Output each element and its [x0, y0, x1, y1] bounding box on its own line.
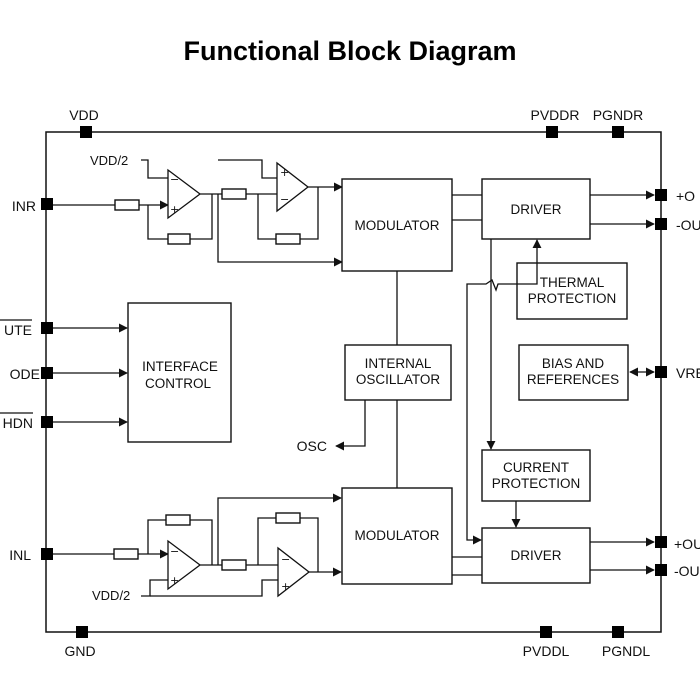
diagram-title: Functional Block Diagram	[183, 36, 516, 66]
opamp-3-icon	[167, 539, 202, 591]
vdd-label: VDD	[69, 107, 99, 123]
thermal-line2: PROTECTION	[528, 291, 617, 306]
opamp-3-minus: −	[170, 545, 179, 558]
opamp1-fb-left	[147, 205, 168, 240]
osc-out-wire	[335, 400, 366, 451]
interface-line1: INTERFACE	[142, 359, 218, 374]
thermal-to-driver-wire	[517, 239, 542, 285]
opamp2-ref-wire	[218, 159, 277, 179]
opamp-2-minus: −	[280, 193, 289, 206]
vdd2-bottom-label: VDD/2	[92, 588, 130, 603]
pvddr-pin	[546, 126, 558, 138]
interface-control-block	[127, 302, 232, 443]
gnd-label: GND	[64, 643, 95, 659]
opamp4-fb-right	[300, 517, 319, 572]
interface-line2: CONTROL	[145, 376, 211, 391]
opamp4-ref-wire	[150, 579, 278, 597]
outr-plus-label: +O	[676, 188, 695, 204]
bias-line1: BIAS AND	[542, 356, 605, 371]
inr-resistor	[114, 199, 140, 211]
opamp-2-plus: +	[280, 166, 289, 179]
opamp1-fb-right	[190, 194, 213, 240]
pgndr-label: PGNDR	[593, 107, 644, 123]
vdd2-bottom-wire	[141, 579, 168, 597]
bypass-to-modulator-bottom	[217, 493, 342, 565]
outl-plus-pin	[655, 536, 667, 548]
pgndl-pin	[612, 626, 624, 638]
shdn-pin	[41, 416, 53, 428]
pvddl-pin	[540, 626, 552, 638]
thermal-line1: THERMAL	[540, 275, 605, 290]
pvddr-label: PVDDR	[530, 107, 579, 123]
opamp-4-minus: −	[281, 553, 290, 566]
vdd2-top-wire	[141, 159, 168, 179]
opamp2-fb-resistor	[275, 233, 301, 245]
modulator-bottom-label: MODULATOR	[354, 528, 439, 543]
driver-bottom-label: DRIVER	[510, 548, 561, 563]
modulator-top-label: MODULATOR	[354, 218, 439, 233]
inter-stage-resistor-bottom	[221, 559, 247, 571]
bias-references-block	[518, 344, 629, 401]
driver-top-label: DRIVER	[510, 202, 561, 217]
outl-minus-pin	[655, 564, 667, 576]
osc-line1: INTERNAL	[365, 356, 432, 371]
opamp4-fb-left	[257, 517, 276, 565]
inr-pin	[41, 198, 53, 210]
bias-line2: REFERENCES	[527, 372, 619, 387]
inl-resistor	[113, 548, 139, 560]
vref-label: VRE	[676, 365, 700, 381]
thermal-to-driver-bottom-wire	[466, 279, 517, 545]
chip-outline	[45, 131, 662, 633]
current-protection-block	[481, 449, 591, 502]
mute-label: UTE	[4, 322, 32, 338]
current-line2: PROTECTION	[492, 476, 581, 491]
outr-plus-pin	[655, 189, 667, 201]
opamp4-fb-resistor	[275, 512, 301, 524]
opamp3-fb-left	[147, 519, 166, 554]
vdd2-top-label: VDD/2	[90, 153, 128, 168]
inr-label: INR	[12, 198, 36, 214]
vref-pin	[655, 366, 667, 378]
inl-label: INL	[9, 547, 31, 563]
mode-pin	[41, 367, 53, 379]
outl-minus-label: -OU	[674, 563, 700, 579]
mode-label: ODE	[10, 366, 40, 382]
pgndl-label: PGNDL	[602, 643, 650, 659]
opamp-2-icon	[276, 161, 310, 213]
mute-pin	[41, 322, 53, 334]
inl-pin	[41, 548, 53, 560]
pgndr-pin	[612, 126, 624, 138]
opamp-1-icon	[167, 168, 202, 220]
opamp-1-minus: −	[170, 173, 179, 186]
opamp2-fb-right	[300, 187, 319, 240]
outr-minus-pin	[655, 218, 667, 230]
opamp-4-plus: +	[281, 580, 290, 593]
vdd-pin	[80, 126, 92, 138]
outr-minus-label: -OU	[676, 217, 700, 233]
gnd-pin	[76, 626, 88, 638]
pvddl-label: PVDDL	[523, 643, 570, 659]
inter-stage-resistor-top	[221, 188, 247, 200]
osc-label: OSC	[297, 438, 327, 454]
opamp-3-plus: +	[170, 574, 179, 587]
opamp3-fb-right	[190, 519, 213, 565]
outl-plus-label: +OU	[674, 536, 700, 552]
opamp-4-icon	[277, 546, 311, 598]
driver-bottom-block	[481, 527, 591, 584]
thermal-protection-block	[516, 262, 628, 320]
osc-line2: OSCILLATOR	[356, 372, 441, 387]
driver-top-block	[481, 178, 591, 240]
bypass-to-modulator-top	[217, 194, 343, 267]
current-line1: CURRENT	[503, 460, 569, 475]
opamp2-fb-left	[257, 194, 276, 240]
shdn-label: HDN	[3, 415, 33, 431]
internal-oscillator-block	[344, 344, 452, 401]
opamp3-fb-resistor	[165, 514, 191, 526]
opamp1-fb-resistor	[167, 233, 191, 245]
modulator-bottom-block	[341, 487, 453, 585]
opamp-1-plus: +	[170, 203, 179, 216]
